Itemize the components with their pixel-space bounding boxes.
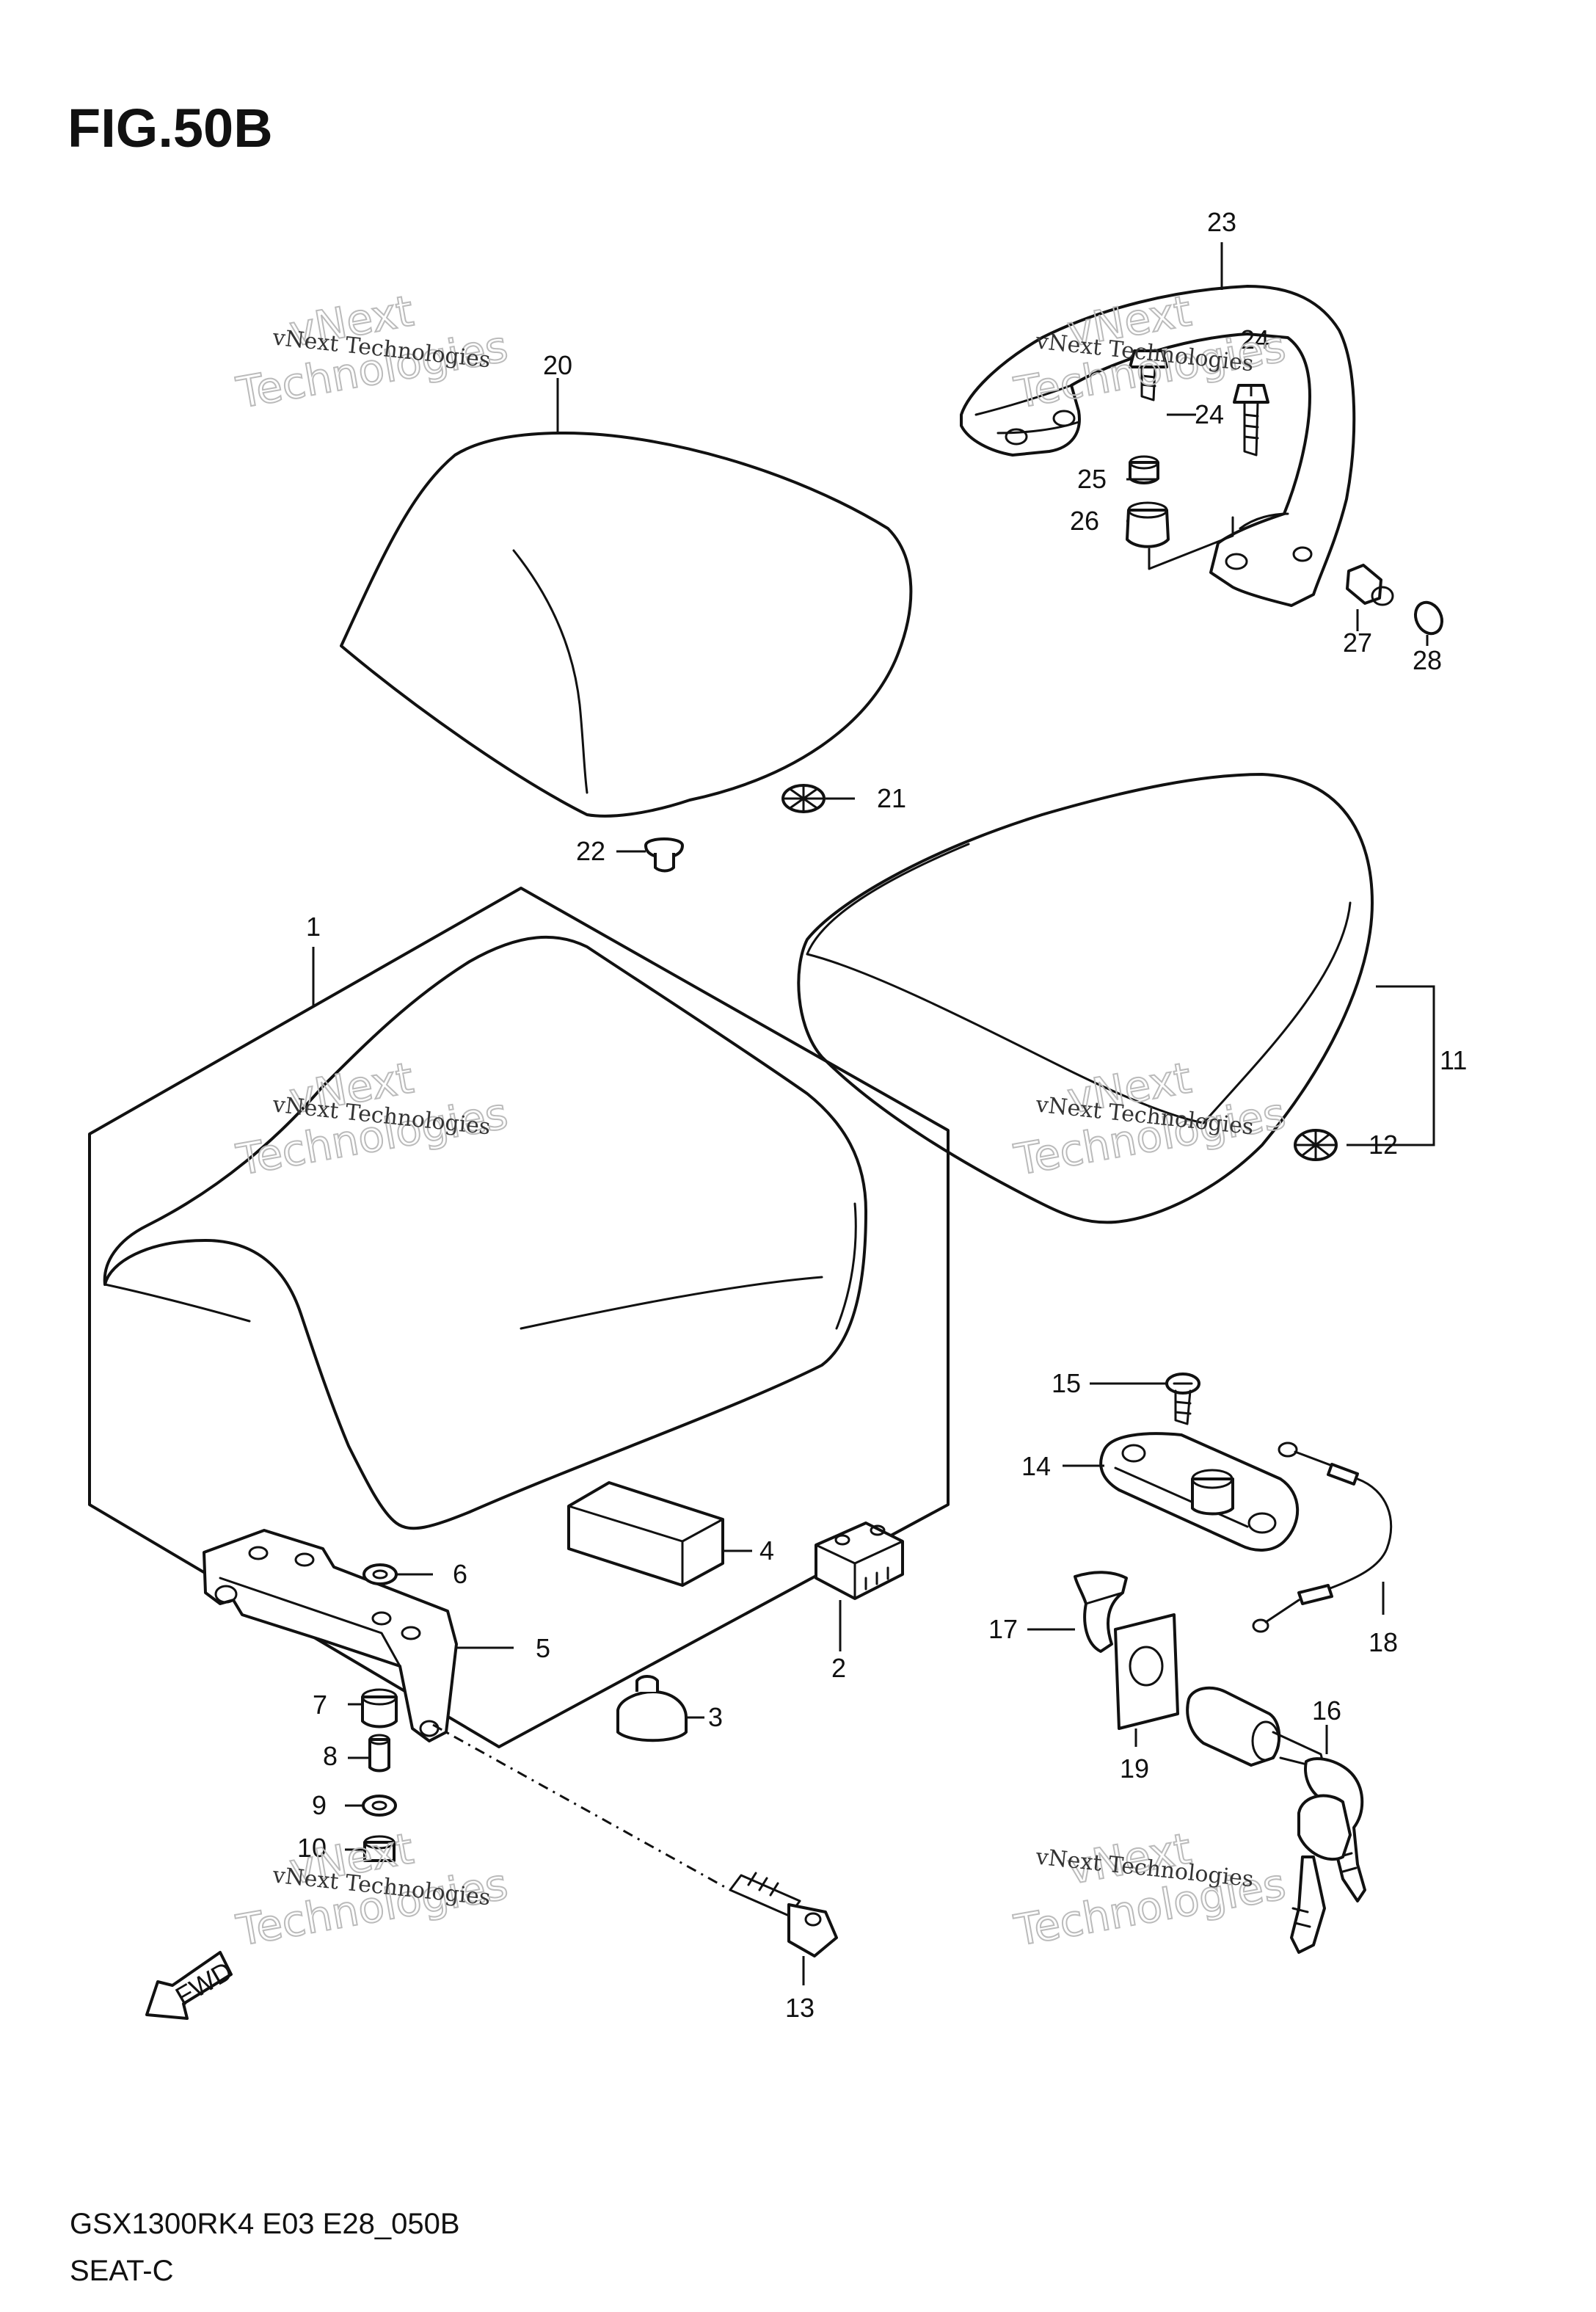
part-17-clip xyxy=(1074,1571,1128,1653)
label-part-7: 7 xyxy=(313,1690,327,1720)
label-part-22: 22 xyxy=(576,836,605,866)
part-27-fastener xyxy=(1346,564,1394,606)
part-15-screw xyxy=(1165,1373,1200,1425)
part-26-cushion xyxy=(1126,501,1234,570)
label-part-20: 20 xyxy=(543,350,572,380)
label-part-23: 23 xyxy=(1207,207,1236,237)
footer-figure-name: SEAT-C xyxy=(70,2255,174,2287)
main-seat xyxy=(103,935,867,1530)
label-part-10: 10 xyxy=(297,1833,327,1863)
label-part-15: 15 xyxy=(1052,1368,1081,1398)
part-19-plate xyxy=(1114,1613,1179,1730)
label-part-24b: 24 xyxy=(1240,324,1269,355)
label-part-16: 16 xyxy=(1312,1695,1341,1726)
part-14-lock-plate xyxy=(1099,1432,1300,1552)
part-11-bracket xyxy=(1347,985,1435,1146)
part-16-lock-set xyxy=(1186,1686,1366,1954)
part-5-bracket xyxy=(203,1529,458,1742)
part-2-rubber xyxy=(815,1522,904,1600)
leader-lines xyxy=(312,242,1429,1985)
part-24-bolt-left xyxy=(1129,349,1168,401)
label-part-14: 14 xyxy=(1021,1451,1051,1481)
label-part-13: 13 xyxy=(785,1993,815,2023)
label-part-21: 21 xyxy=(877,783,906,813)
bolt-axis-line xyxy=(432,1723,731,1891)
label-part-11: 11 xyxy=(1440,1045,1467,1075)
part-11-tail-cover xyxy=(797,773,1374,1224)
fwd-arrow-icon: FWD xyxy=(145,1951,237,2020)
label-part-8: 8 xyxy=(323,1741,338,1771)
label-part-18: 18 xyxy=(1369,1627,1398,1657)
part-20-seat-cover xyxy=(340,432,913,818)
label-part-3: 3 xyxy=(708,1702,723,1732)
part-22-nut xyxy=(644,837,684,873)
label-part-27: 27 xyxy=(1343,628,1372,658)
part-3-damper xyxy=(616,1675,688,1742)
label-part-2: 2 xyxy=(831,1653,846,1683)
label-part-12: 12 xyxy=(1369,1130,1398,1160)
part-6-washer xyxy=(362,1563,398,1585)
part-8-collar xyxy=(368,1734,390,1773)
figure-title: FIG.50B xyxy=(68,98,273,159)
label-part-4: 4 xyxy=(759,1535,774,1566)
label-part-25: 25 xyxy=(1077,464,1107,494)
label-part-26: 26 xyxy=(1070,506,1099,536)
part-28-cap xyxy=(1414,600,1443,636)
part-13-bolt xyxy=(729,1872,838,1957)
label-part-17: 17 xyxy=(988,1614,1018,1644)
part-21-grommet xyxy=(781,784,826,813)
label-part-9: 9 xyxy=(312,1790,327,1820)
part-18-cable xyxy=(1252,1442,1393,1633)
label-part-5: 5 xyxy=(536,1633,550,1663)
watermark-top-right: vNext Technologies xyxy=(1010,285,1290,418)
label-part-24a: 24 xyxy=(1195,399,1224,429)
part-10-nut xyxy=(363,1835,396,1862)
part-23-grab-rail xyxy=(960,285,1356,607)
footer-model-code: GSX1300RK4 E03 E28_050B xyxy=(70,2208,460,2240)
part-4-block xyxy=(567,1481,724,1587)
part-12-grommet xyxy=(1294,1129,1338,1161)
label-part-6: 6 xyxy=(453,1559,467,1589)
part-7-cushion xyxy=(361,1688,398,1728)
label-part-19: 19 xyxy=(1120,1753,1149,1784)
label-part-1: 1 xyxy=(306,912,321,942)
label-part-28: 28 xyxy=(1413,645,1442,675)
part-9-washer xyxy=(362,1795,397,1817)
part-1-assembly-frame xyxy=(88,887,950,1748)
